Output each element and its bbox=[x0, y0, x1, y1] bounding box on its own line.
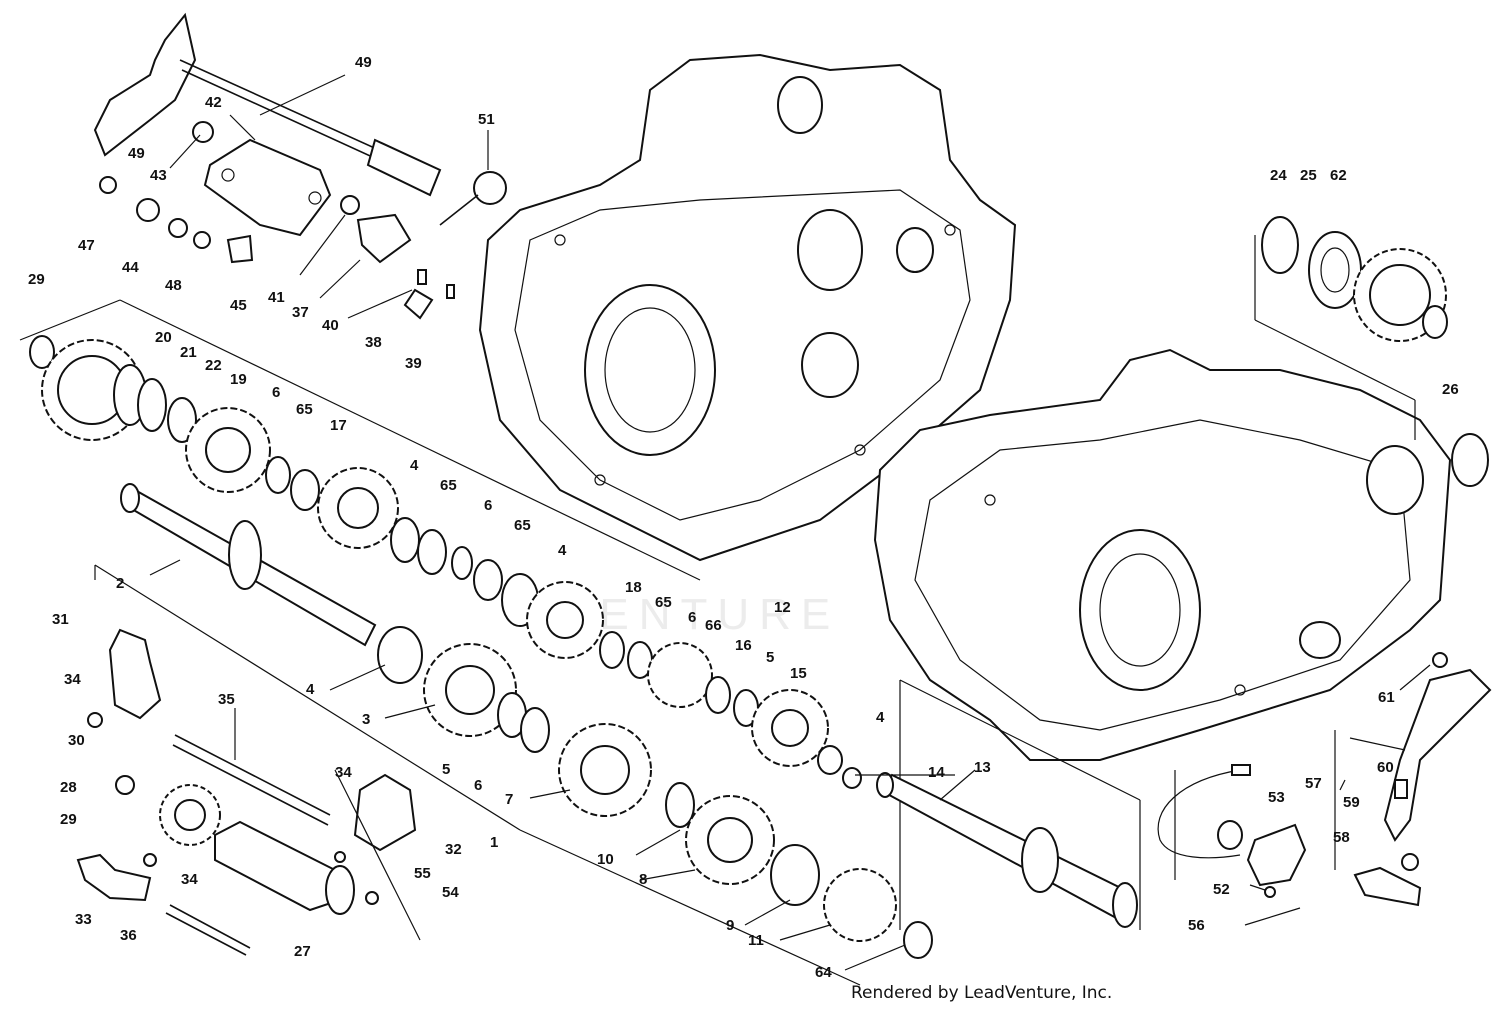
callout-29: 29 bbox=[28, 271, 45, 288]
callout-65: 65 bbox=[440, 477, 457, 494]
callout-21: 21 bbox=[180, 344, 197, 361]
callout-30: 30 bbox=[68, 732, 85, 749]
callout-57: 57 bbox=[1305, 775, 1322, 792]
callout-24: 24 bbox=[1270, 167, 1287, 184]
callout-6: 6 bbox=[688, 609, 697, 626]
callout-31: 31 bbox=[52, 611, 69, 628]
callout-5: 5 bbox=[442, 761, 451, 778]
callout-6: 6 bbox=[474, 777, 483, 794]
callout-34: 34 bbox=[181, 871, 198, 888]
callout-12: 12 bbox=[774, 599, 791, 616]
callout-22: 22 bbox=[205, 357, 222, 374]
callout-61: 61 bbox=[1378, 689, 1395, 706]
callout-62: 62 bbox=[1330, 167, 1347, 184]
callout-20: 20 bbox=[155, 329, 172, 346]
callout-29: 29 bbox=[60, 811, 77, 828]
callout-5: 5 bbox=[766, 649, 775, 666]
callout-11: 11 bbox=[748, 932, 764, 949]
callout-36: 36 bbox=[120, 927, 137, 944]
callout-43: 43 bbox=[150, 167, 167, 184]
callout-39: 39 bbox=[405, 355, 422, 372]
callout-3: 3 bbox=[362, 711, 371, 728]
watermark: VENTURE bbox=[560, 590, 841, 639]
output-shaft-13 bbox=[876, 679, 1141, 930]
callout-6: 6 bbox=[272, 384, 281, 401]
callout-34: 34 bbox=[335, 764, 352, 781]
shift-shaft-49 bbox=[93, 12, 442, 197]
callout-19: 19 bbox=[230, 371, 247, 388]
sprocket-group bbox=[1254, 216, 1448, 440]
callout-38: 38 bbox=[365, 334, 382, 351]
callout-60: 60 bbox=[1377, 759, 1394, 776]
callout-41: 41 bbox=[268, 289, 285, 306]
leader-lines bbox=[149, 74, 1431, 971]
callout-8: 8 bbox=[639, 871, 648, 888]
callout-58: 58 bbox=[1333, 829, 1350, 846]
callout-37: 37 bbox=[292, 304, 309, 321]
callout-4: 4 bbox=[410, 457, 419, 474]
callout-15: 15 bbox=[790, 665, 807, 682]
callout-40: 40 bbox=[322, 317, 339, 334]
sensor-and-lever bbox=[1157, 652, 1492, 907]
callout-33: 33 bbox=[75, 911, 92, 928]
crankcase-left bbox=[478, 53, 1017, 562]
callout-49: 49 bbox=[355, 54, 372, 71]
callout-49: 49 bbox=[128, 145, 145, 162]
lower-gear-stack bbox=[94, 564, 933, 986]
callout-4: 4 bbox=[558, 542, 567, 559]
callout-2: 2 bbox=[116, 575, 125, 592]
callout-56: 56 bbox=[1188, 917, 1205, 934]
callout-53: 53 bbox=[1268, 789, 1285, 806]
callout-54: 54 bbox=[442, 884, 459, 901]
callout-1: 1 bbox=[490, 834, 499, 851]
callout-66: 66 bbox=[705, 617, 722, 634]
callout-65: 65 bbox=[655, 594, 672, 611]
callout-13: 13 bbox=[974, 759, 991, 776]
callout-17: 17 bbox=[330, 417, 347, 434]
callout-27: 27 bbox=[294, 943, 311, 960]
callout-34: 34 bbox=[64, 671, 81, 688]
callout-25: 25 bbox=[1300, 167, 1317, 184]
callout-16: 16 bbox=[735, 637, 752, 654]
callout-48: 48 bbox=[165, 277, 182, 294]
callout-52: 52 bbox=[1213, 881, 1230, 898]
plate-42 bbox=[203, 138, 332, 237]
callout-47: 47 bbox=[78, 237, 95, 254]
callout-65: 65 bbox=[296, 401, 313, 418]
callout-28: 28 bbox=[60, 779, 77, 796]
main-shaft-2 bbox=[120, 483, 423, 684]
callout-6: 6 bbox=[484, 497, 493, 514]
callout-7: 7 bbox=[505, 791, 514, 808]
callout-18: 18 bbox=[625, 579, 642, 596]
callout-35: 35 bbox=[218, 691, 235, 708]
callout-4: 4 bbox=[306, 681, 315, 698]
callout-44: 44 bbox=[122, 259, 139, 276]
callout-65: 65 bbox=[514, 517, 531, 534]
callout-32: 32 bbox=[445, 841, 462, 858]
callout-55: 55 bbox=[414, 865, 431, 882]
callout-10: 10 bbox=[597, 851, 614, 868]
callout-9: 9 bbox=[726, 917, 735, 934]
small-parts-top-left bbox=[99, 121, 507, 320]
callout-42: 42 bbox=[205, 94, 222, 111]
callout-26: 26 bbox=[1442, 381, 1459, 398]
callout-45: 45 bbox=[230, 297, 247, 314]
crankcase-right bbox=[873, 348, 1489, 761]
callout-4: 4 bbox=[876, 709, 885, 726]
upper-gear-stack bbox=[19, 299, 862, 789]
callout-59: 59 bbox=[1343, 794, 1360, 811]
callout-14: 14 bbox=[928, 764, 945, 781]
credit-text: Rendered by LeadVenture, Inc. bbox=[851, 983, 1113, 1003]
shift-mechanism bbox=[76, 565, 421, 956]
callout-51: 51 bbox=[478, 111, 495, 128]
callout-64: 64 bbox=[815, 964, 832, 981]
